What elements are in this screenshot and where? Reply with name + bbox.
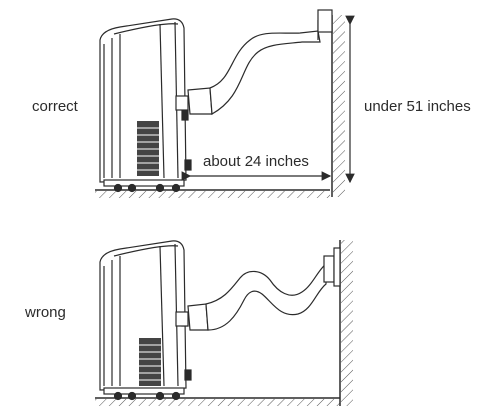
correct-installation xyxy=(95,9,355,198)
floor-bottom xyxy=(95,397,340,406)
exhaust-hose-bottom xyxy=(175,247,341,331)
label-height-limit: under 51 inches xyxy=(364,98,471,115)
wall-top xyxy=(331,15,345,197)
wrong-installation xyxy=(95,240,353,406)
wall-bottom xyxy=(339,240,353,406)
air-conditioner-unit-top xyxy=(99,18,192,193)
label-correct: correct xyxy=(32,98,78,115)
label-wrong: wrong xyxy=(25,304,66,321)
exhaust-hose-top xyxy=(175,9,333,115)
air-conditioner-unit-bottom xyxy=(99,240,192,401)
label-wall-distance: about 24 inches xyxy=(203,153,309,170)
